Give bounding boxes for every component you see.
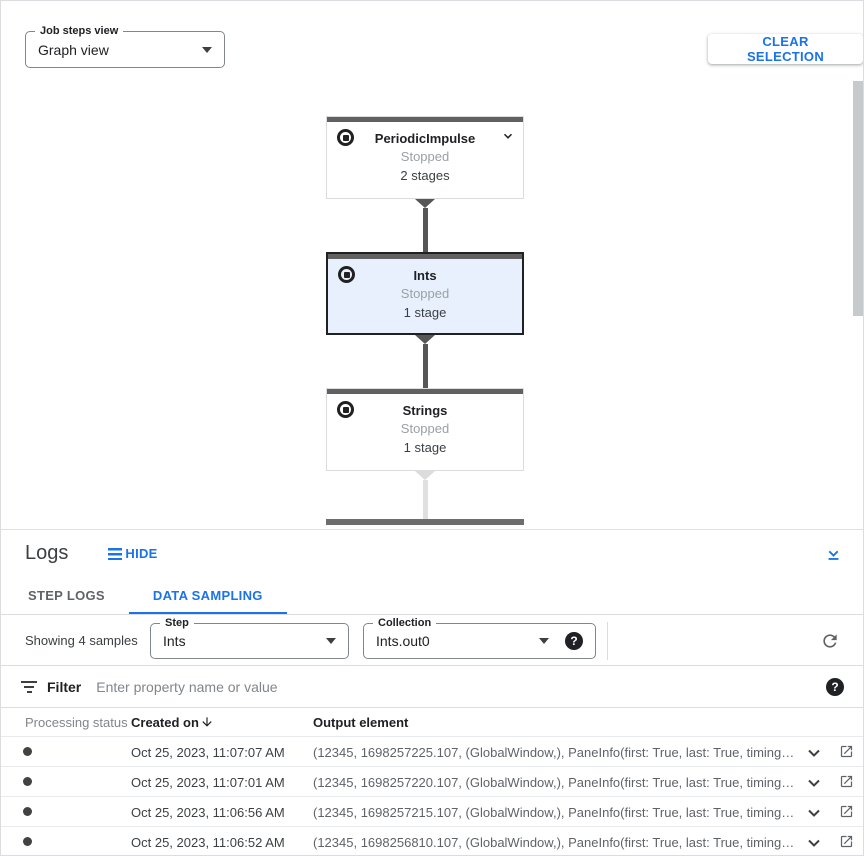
filter-bar: Filter [1,666,863,708]
open-in-new-icon[interactable] [839,804,855,820]
tab-data-sampling[interactable]: DATA SAMPLING [129,577,287,614]
table-row[interactable]: Oct 25, 2023, 11:06:52 AM (12345, 169825… [1,827,863,855]
collection-select-value: Ints.out0 [376,633,430,649]
row-created-on: Oct 25, 2023, 11:07:07 AM [131,745,285,760]
logs-title: Logs [25,542,69,564]
edge-arrowhead [415,199,435,208]
node-title: Strings [402,403,448,418]
job-steps-view-label: Job steps view [35,25,124,38]
node-stage-count: 1 stage [403,305,447,320]
table-row[interactable]: Oct 25, 2023, 11:07:07 AM (12345, 169825… [1,737,863,767]
status-dot-icon [23,747,32,756]
expand-row-chevron-icon[interactable] [804,743,824,763]
edge-line [422,344,428,388]
partially-hidden-node-top [326,519,524,525]
node-title: PeriodicImpulse [374,131,476,146]
open-in-new-icon[interactable] [839,774,855,790]
filter-list-icon [21,680,37,693]
step-select[interactable]: Step Ints [150,617,349,659]
column-processing-status: Processing status [25,715,128,730]
hide-label: HIDE [125,546,158,561]
collapse-panel-button[interactable] [821,542,845,566]
sort-arrow-down-icon[interactable] [200,715,214,732]
row-created-on: Oct 25, 2023, 11:06:52 AM [131,835,285,850]
table-row[interactable]: Oct 25, 2023, 11:07:01 AM (12345, 169825… [1,767,863,797]
row-output-element: (12345, 1698257225.107, (GlobalWindow,),… [313,745,795,760]
node-title: Ints [413,268,437,283]
graph-vertical-scrollbar[interactable] [853,81,863,316]
step-select-label: Step [160,617,194,630]
expand-row-chevron-icon[interactable] [804,773,824,793]
samples-summary: Showing 4 samples [25,633,138,648]
node-status: Stopped [400,421,450,436]
refresh-button[interactable] [820,631,840,651]
node-stage-count: 1 stage [403,440,447,455]
table-row[interactable]: Oct 25, 2023, 11:06:56 AM (12345, 169825… [1,797,863,827]
row-created-on: Oct 25, 2023, 11:07:01 AM [131,775,285,790]
logs-panel: Logs HIDE STEP LOGS DATA SAMPLING Showin… [1,529,863,855]
table-header: Processing status Created on Output elem… [1,708,863,737]
edge-line [422,480,428,519]
filter-label: Filter [47,678,82,695]
vertical-divider [607,622,608,660]
step-select-value: Ints [163,633,186,649]
collapse-panel-icon [828,550,838,560]
open-in-new-icon[interactable] [839,744,855,760]
graph-node-ints[interactable]: Ints Stopped 1 stage [326,252,524,335]
row-output-element: (12345, 1698257220.107, (GlobalWindow,),… [313,775,795,790]
collection-select[interactable]: Collection Ints.out0 [363,617,596,659]
sampling-controls: Showing 4 samples Step Ints Collection I… [1,615,863,666]
column-created-on[interactable]: Created on [131,715,199,730]
refresh-icon [823,634,837,648]
edge-periodicimpulse-to-ints [405,199,445,252]
hide-lines-icon [108,547,123,560]
edge-ints-to-strings [405,335,445,388]
node-stage-count: 2 stages [400,168,450,183]
edge-strings-to-next [405,471,445,519]
row-output-element: (12345, 1698257215.107, (GlobalWindow,),… [313,805,795,820]
collection-select-label: Collection [373,617,437,630]
expand-row-chevron-icon[interactable] [804,833,824,853]
clear-selection-button[interactable]: CLEAR SELECTION [708,34,863,64]
dropdown-caret-icon [202,46,212,53]
status-dot-icon [23,807,32,816]
dropdown-caret-icon [326,638,336,644]
job-steps-view-select[interactable]: Job steps view Graph view [25,25,225,68]
collection-help-icon[interactable] [565,632,583,650]
graph-node-strings[interactable]: Strings Stopped 1 stage [326,388,524,471]
stop-icon-core [342,134,349,141]
status-dot-icon [23,777,32,786]
expand-row-chevron-icon[interactable] [804,803,824,823]
open-in-new-icon[interactable] [839,834,855,850]
edge-line [422,208,428,252]
dropdown-caret-icon [539,638,549,644]
graph-node-periodicimpulse[interactable]: PeriodicImpulse Stopped 2 stages [326,116,524,199]
stop-icon-core [343,271,350,278]
edge-arrowhead [415,335,435,344]
stop-icon-core [342,406,349,413]
row-created-on: Oct 25, 2023, 11:06:56 AM [131,805,285,820]
row-output-element: (12345, 1698256810.107, (GlobalWindow,),… [313,835,795,850]
job-steps-view-value: Graph view [38,41,109,58]
node-status: Stopped [400,286,450,301]
edge-arrowhead [415,471,435,480]
stop-circle-icon [337,129,354,146]
logs-header: Logs HIDE [1,530,863,577]
logs-tabs: STEP LOGS DATA SAMPLING [1,577,863,615]
chevron-down-icon[interactable] [501,129,515,148]
stop-circle-icon [338,266,355,283]
tab-step-logs[interactable]: STEP LOGS [28,588,105,603]
status-dot-icon [23,837,32,846]
filter-help-icon[interactable] [826,677,844,696]
filter-input[interactable] [96,678,826,695]
column-output-element[interactable]: Output element [313,715,409,730]
node-status: Stopped [400,149,450,164]
hide-logs-button[interactable]: HIDE [108,546,157,561]
stop-circle-icon [337,401,354,418]
